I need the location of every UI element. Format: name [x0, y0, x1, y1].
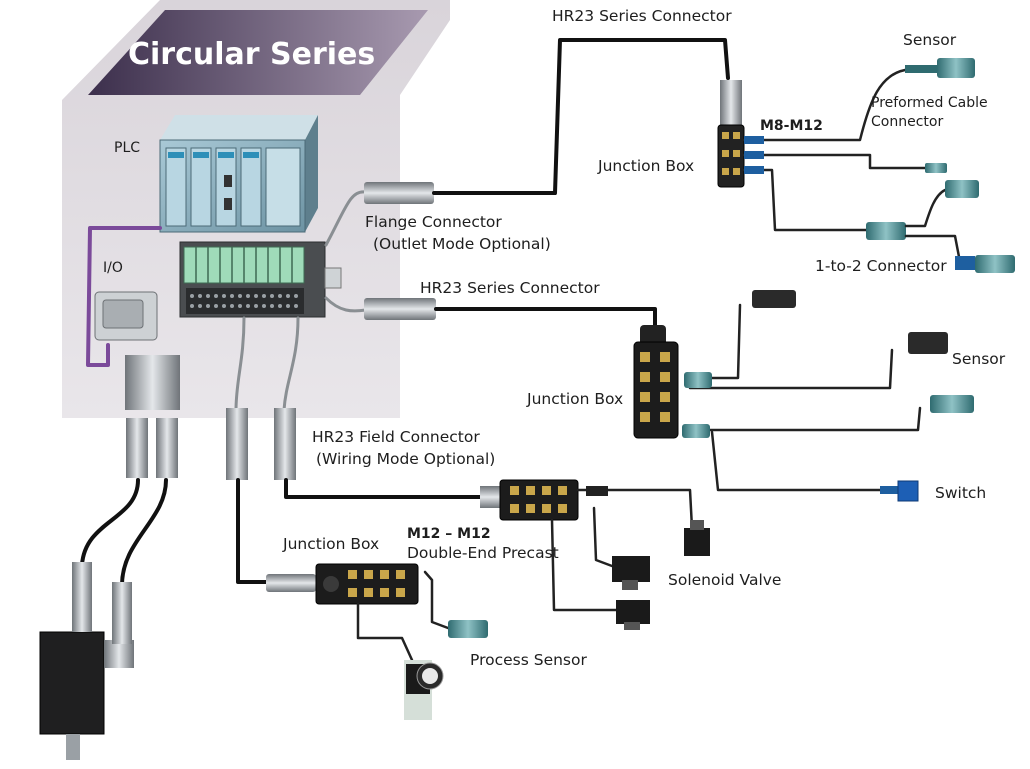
plc-unit: [159, 115, 318, 233]
label-preformed-cable-2: Connector: [871, 114, 943, 130]
bottom-box-connector: [266, 574, 316, 592]
label-junction-box-top: Junction Box: [597, 157, 694, 175]
sensor-top: [905, 58, 975, 78]
label-hr23-field: HR23 Field Connector: [312, 428, 480, 446]
label-m8-m12: M8-M12: [760, 118, 823, 134]
label-double-end: Double-End Precast: [407, 544, 559, 562]
label-flange-outlet: (Outlet Mode Optional): [373, 235, 551, 253]
solenoid-valve-3: [616, 600, 650, 630]
label-1-to-2-connector: 1-to-2 Connector: [815, 257, 947, 275]
cable-sensor-top: [742, 68, 907, 142]
hr23-middle-cable: [434, 307, 657, 342]
solenoid-plug: [586, 486, 608, 496]
flange-connector: [364, 182, 434, 204]
io-module: [179, 241, 342, 318]
label-hr23-middle: HR23 Series Connector: [420, 279, 600, 297]
diagram-title: Circular Series: [128, 37, 375, 72]
label-hr23-top: HR23 Series Connector: [552, 7, 732, 25]
solenoid-valve-1: [684, 520, 710, 556]
sensor-middle-2: [908, 332, 948, 354]
label-preformed-cable-1: Preformed Cable: [871, 95, 988, 111]
flange-grey-cable: [324, 190, 367, 247]
cable-solenoid-3: [550, 518, 618, 612]
motor-plug-2: [112, 582, 132, 644]
label-hr23-field-mode: (Wiring Mode Optional): [316, 450, 495, 468]
hr23-top-cable: [432, 38, 730, 195]
m12-plug-1: [684, 372, 712, 388]
servo-motor: [39, 631, 134, 760]
sensor-middle-1: [752, 290, 796, 308]
solenoid-valve-2: [612, 556, 650, 590]
cable-middle-sensor-2: [688, 348, 894, 390]
junction-box-solenoid: [480, 479, 579, 521]
hr23-middle-connector: [364, 298, 436, 320]
field-connector-1: [226, 408, 248, 480]
title-banner: [88, 10, 428, 95]
io-cable: [86, 226, 162, 367]
field-grey-cable-1: [234, 316, 246, 412]
label-switch: Switch: [935, 484, 986, 502]
label-sensor-top: Sensor: [903, 31, 957, 49]
junction-box-top: [717, 80, 745, 188]
one-to-two-connector: [866, 180, 1015, 273]
label-process-sensor: Process Sensor: [470, 651, 587, 669]
label-m12-m12: M12 – M12: [407, 526, 491, 542]
field-connector-2: [274, 408, 296, 480]
label-junction-box-middle: Junction Box: [526, 390, 623, 408]
cable-1-to-2: [742, 168, 870, 232]
process-sensor: [404, 660, 444, 720]
label-flange-connector: Flange Connector: [365, 213, 502, 231]
label-sensor-right: Sensor: [952, 350, 1006, 368]
process-probe: [448, 620, 488, 638]
cable-solenoid-1: [576, 488, 694, 530]
field-grey-cable-2: [282, 316, 300, 412]
m8-plug-3: [744, 166, 764, 174]
label-junction-box-bottom: Junction Box: [282, 535, 379, 553]
cable-middle-sensor-3: [688, 406, 922, 432]
junction-box-middle: [633, 325, 679, 439]
motor-cable-1: [80, 478, 140, 567]
cable-middle-sensor-1: [688, 303, 742, 380]
motor-cable-2: [120, 478, 168, 587]
cable-process-1: [423, 570, 450, 630]
preformed-cable-connector: [925, 163, 947, 173]
power-block: [125, 355, 180, 410]
cable-to-solenoid-box: [284, 478, 482, 499]
cable-switch: [710, 430, 882, 492]
label-plc: PLC: [114, 140, 140, 156]
motor-plug-1: [72, 562, 92, 632]
cable-process-2: [356, 602, 414, 662]
junction-box-bottom: [315, 563, 419, 605]
motor-connector-1: [126, 418, 148, 478]
motor-connector-2: [156, 418, 178, 478]
label-solenoid-valve: Solenoid Valve: [668, 571, 781, 589]
io-dsub-connector: [94, 291, 158, 341]
label-io: I/O: [103, 260, 123, 276]
cable-to-bottom-box: [236, 478, 268, 584]
m8-plug-2: [744, 151, 764, 159]
sensor-middle-3: [930, 395, 974, 413]
switch-device: [880, 480, 919, 502]
m8-plug-1: [744, 136, 764, 144]
middle-grey-cable: [324, 296, 368, 313]
m12-plug-2: [682, 424, 710, 438]
cable-solenoid-2: [592, 506, 614, 568]
cable-preformed: [742, 153, 927, 170]
